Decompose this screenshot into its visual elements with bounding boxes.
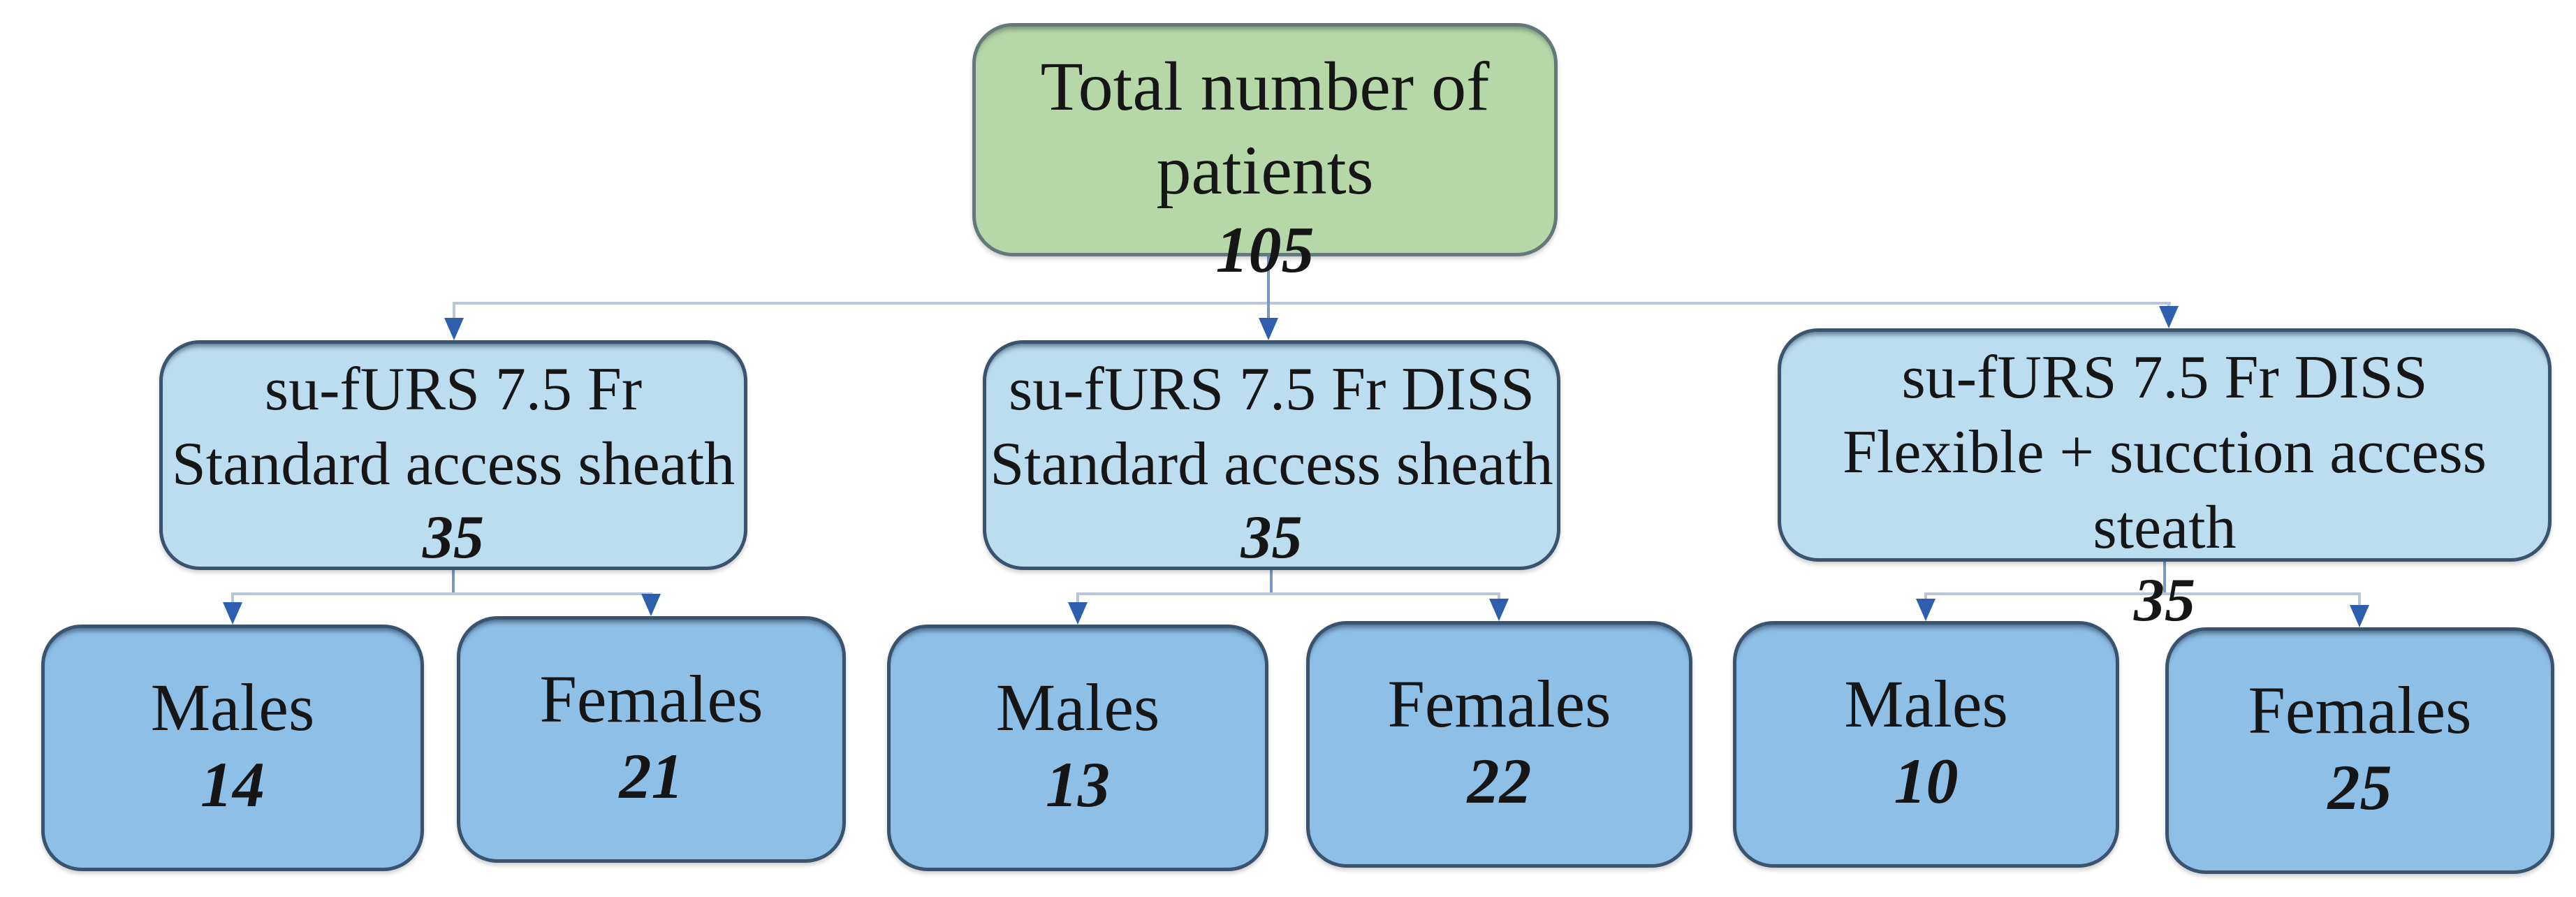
root-node-label: Total number of patients xyxy=(1040,48,1490,209)
group1-males-label: Males xyxy=(150,670,315,745)
connector-group1-stem xyxy=(452,570,455,592)
group3-females-label: Females xyxy=(2248,673,2472,748)
group1-females-label: Females xyxy=(539,662,763,736)
root-node-total-patients: Total number of patients 105 xyxy=(972,23,1558,286)
group1-males-node: Males 14 xyxy=(41,625,424,871)
arrow-down-icon xyxy=(444,318,464,340)
connector-root-stem xyxy=(1267,256,1270,302)
connector-top-bus xyxy=(453,302,2171,305)
group3-males-value: 10 xyxy=(1894,745,1959,817)
connector-group2-bus xyxy=(1076,592,1500,595)
arrow-down-icon xyxy=(1068,602,1088,625)
arrow-down-icon xyxy=(1916,599,1935,621)
connector-drop-group3 xyxy=(2167,302,2170,309)
group3-males-label: Males xyxy=(1844,666,2008,741)
arrow-down-icon xyxy=(1259,318,1278,340)
group1-node-value: 35 xyxy=(423,503,484,571)
group1-females-value: 21 xyxy=(619,741,684,812)
connector-group3-bus xyxy=(1924,592,2361,595)
connector-group1-bus xyxy=(231,592,652,595)
group2-females-node: Females 22 xyxy=(1306,621,1692,868)
group1-males-value: 14 xyxy=(200,749,265,821)
arrow-down-icon xyxy=(2350,605,2369,627)
connector-group2-stem xyxy=(1270,570,1273,592)
root-node-value: 105 xyxy=(1215,214,1315,286)
group3-node-value: 35 xyxy=(2134,567,2195,635)
connector-group2-drop-males xyxy=(1076,592,1079,604)
connector-drop-group2 xyxy=(1267,302,1270,319)
group1-females-node: Females 21 xyxy=(457,616,846,863)
group2-males-value: 13 xyxy=(1046,749,1110,821)
group2-females-label: Females xyxy=(1387,666,1611,741)
group2-males-node: Males 13 xyxy=(887,625,1268,871)
connector-group2-drop-females xyxy=(1498,592,1500,599)
group2-females-value: 22 xyxy=(1467,745,1532,817)
connector-group1-drop-males xyxy=(231,592,234,604)
connector-group3-drop-females xyxy=(2358,592,2361,606)
connector-group3-drop-males xyxy=(1924,592,1927,599)
arrow-down-icon xyxy=(1489,599,1509,621)
arrow-down-icon xyxy=(223,602,242,625)
group2-node-value: 35 xyxy=(1241,503,1303,571)
connector-drop-group1 xyxy=(453,302,455,319)
group3-females-value: 25 xyxy=(2327,752,2392,824)
connector-group3-stem xyxy=(2163,562,2166,592)
arrow-down-icon xyxy=(2159,306,2179,328)
group2-males-label: Males xyxy=(995,670,1160,745)
arrow-down-icon xyxy=(641,594,661,616)
group3-females-node: Females 25 xyxy=(2165,627,2554,874)
group3-males-node: Males 10 xyxy=(1733,621,2119,868)
